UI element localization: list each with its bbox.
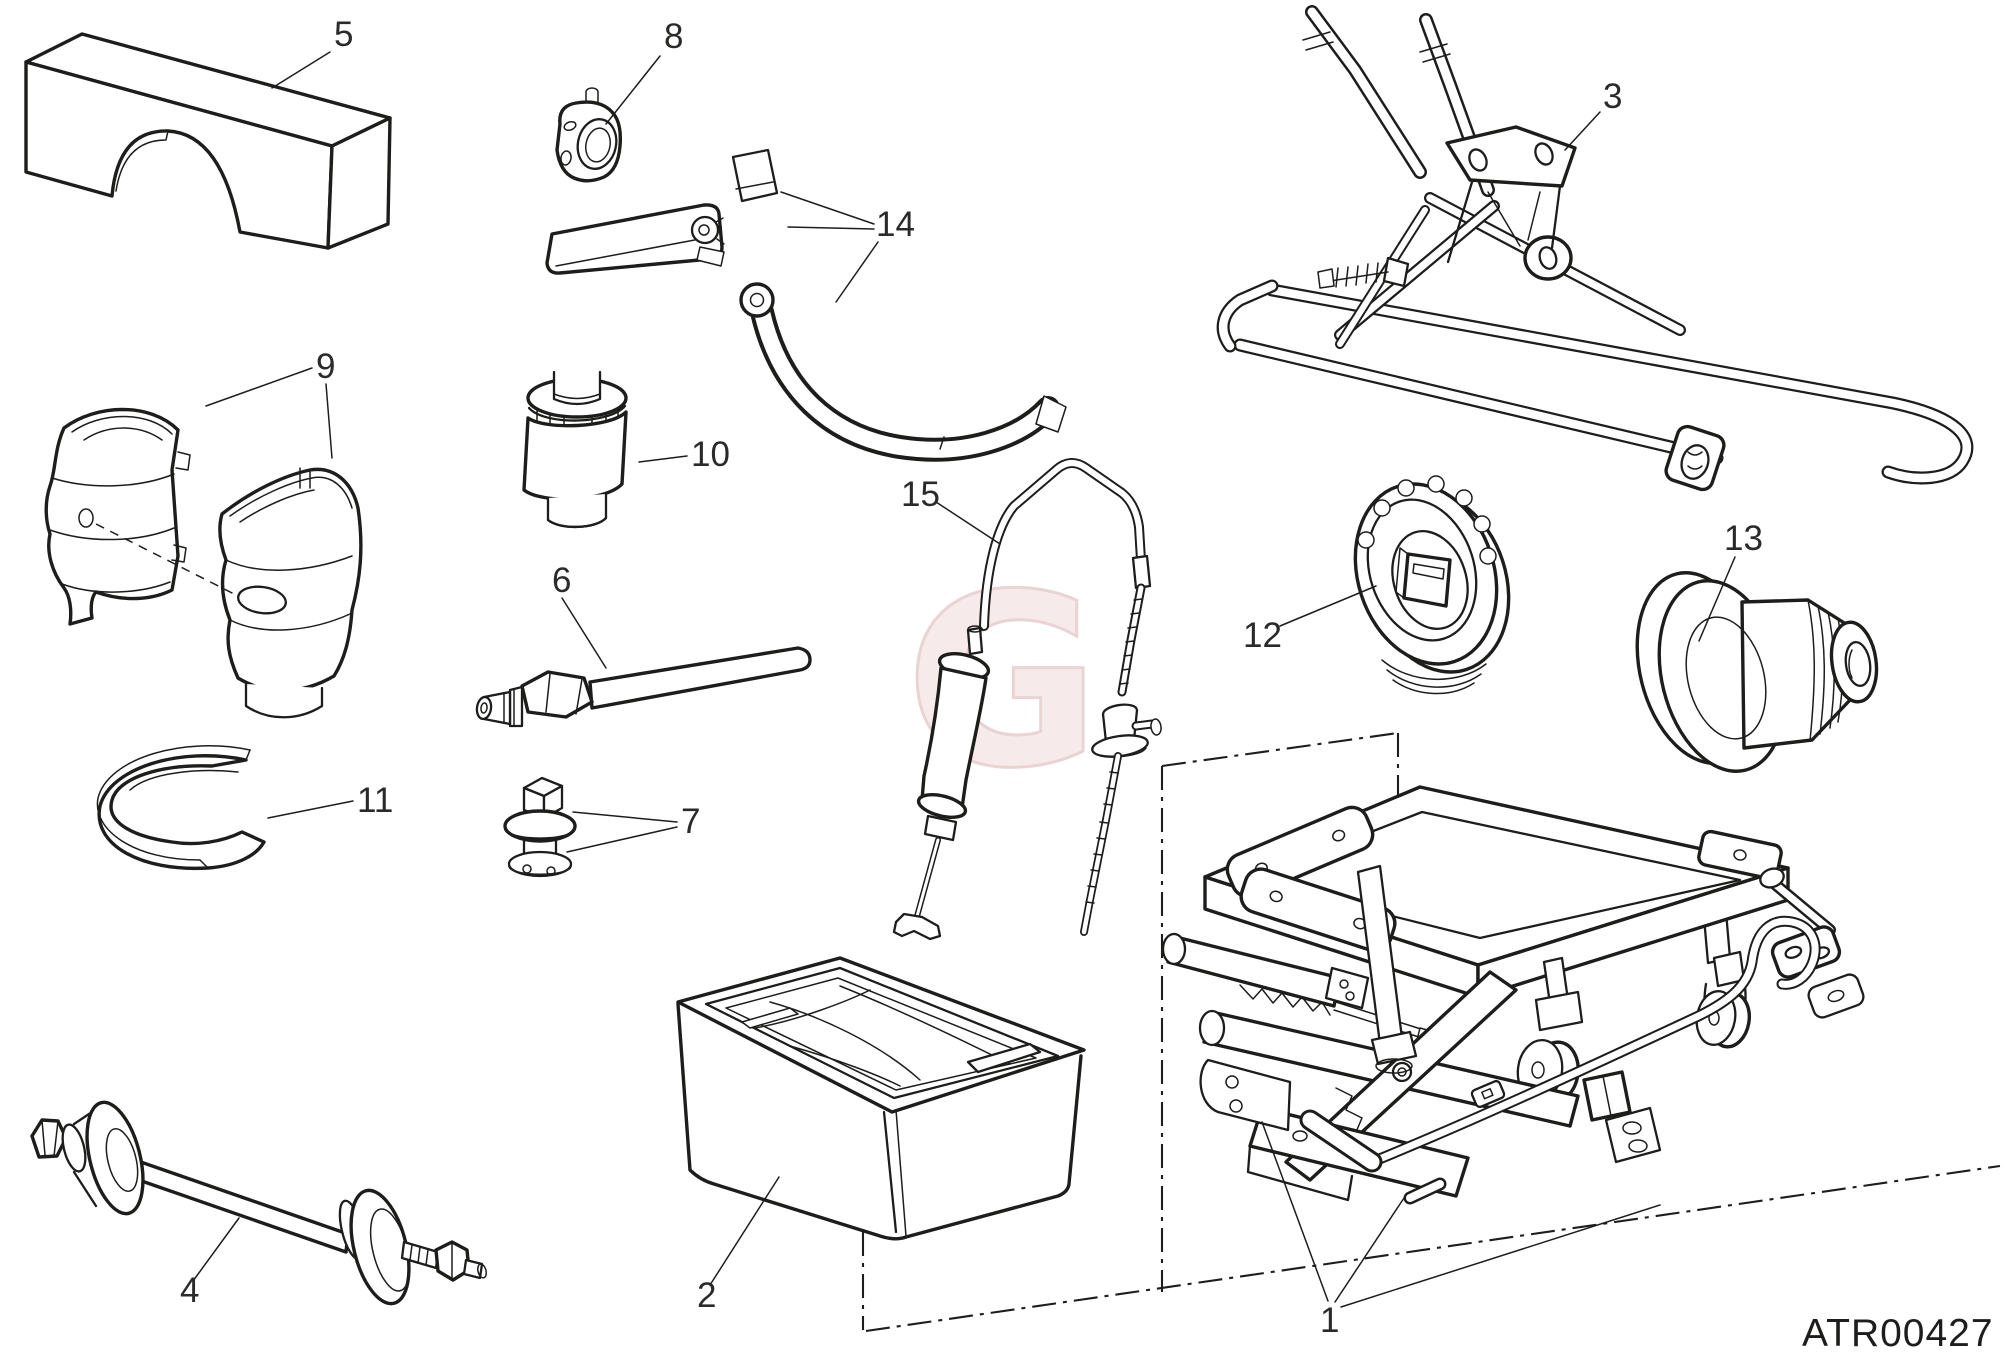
callout-9: 9 bbox=[316, 347, 335, 386]
callout-13: 13 bbox=[1724, 519, 1763, 558]
tool-6 bbox=[475, 646, 812, 728]
tool-12 bbox=[1353, 475, 1511, 695]
tool-13 bbox=[1635, 571, 1879, 773]
callout-11: 11 bbox=[357, 781, 393, 820]
tool-5 bbox=[24, 32, 392, 250]
tool-7 bbox=[503, 776, 577, 878]
tool-8 bbox=[555, 87, 623, 183]
callout-10: 10 bbox=[691, 435, 730, 474]
tool-2 bbox=[676, 956, 1086, 1241]
callout-12: 12 bbox=[1243, 616, 1282, 655]
callout-15: 15 bbox=[901, 475, 940, 514]
diagram-code: ATR00427 bbox=[1802, 1312, 1994, 1353]
tool-3 bbox=[1216, 5, 1974, 492]
callout-5: 5 bbox=[334, 15, 353, 54]
callout-group-5: 5 bbox=[271, 15, 353, 89]
tool-9 bbox=[44, 407, 363, 719]
callout-group-3: 3 bbox=[1564, 77, 1622, 151]
callout-group-1: 1 bbox=[1261, 1121, 1661, 1340]
tool-10 bbox=[522, 370, 628, 529]
callout-group-10: 10 bbox=[638, 435, 730, 474]
callout-group-7: 7 bbox=[566, 802, 700, 853]
callout-group-2: 2 bbox=[697, 1176, 780, 1315]
callout-2: 2 bbox=[697, 1276, 716, 1315]
callout-1: 1 bbox=[1320, 1301, 1339, 1340]
callout-4: 4 bbox=[180, 1271, 199, 1310]
callout-group-8: 8 bbox=[605, 17, 683, 125]
callout-group-14: 14 bbox=[780, 191, 915, 303]
callout-group-13: 13 bbox=[1698, 519, 1763, 642]
tool-1 bbox=[1161, 785, 1865, 1205]
tool-11 bbox=[96, 745, 266, 871]
tool-15 bbox=[892, 458, 1162, 941]
callout-group-11: 11 bbox=[267, 781, 393, 820]
callout-group-4: 4 bbox=[180, 1217, 240, 1310]
callout-7: 7 bbox=[681, 802, 700, 841]
callout-group-15: 15 bbox=[901, 475, 1001, 545]
tool-14 bbox=[545, 148, 1067, 462]
tool-4 bbox=[30, 1100, 487, 1306]
callout-3: 3 bbox=[1603, 77, 1622, 116]
callout-8: 8 bbox=[664, 17, 683, 56]
callout-14: 14 bbox=[876, 205, 915, 244]
callout-group-9: 9 bbox=[205, 347, 335, 459]
callout-group-12: 12 bbox=[1243, 585, 1377, 655]
callout-group-6: 6 bbox=[552, 561, 607, 669]
callout-6: 6 bbox=[552, 561, 571, 600]
